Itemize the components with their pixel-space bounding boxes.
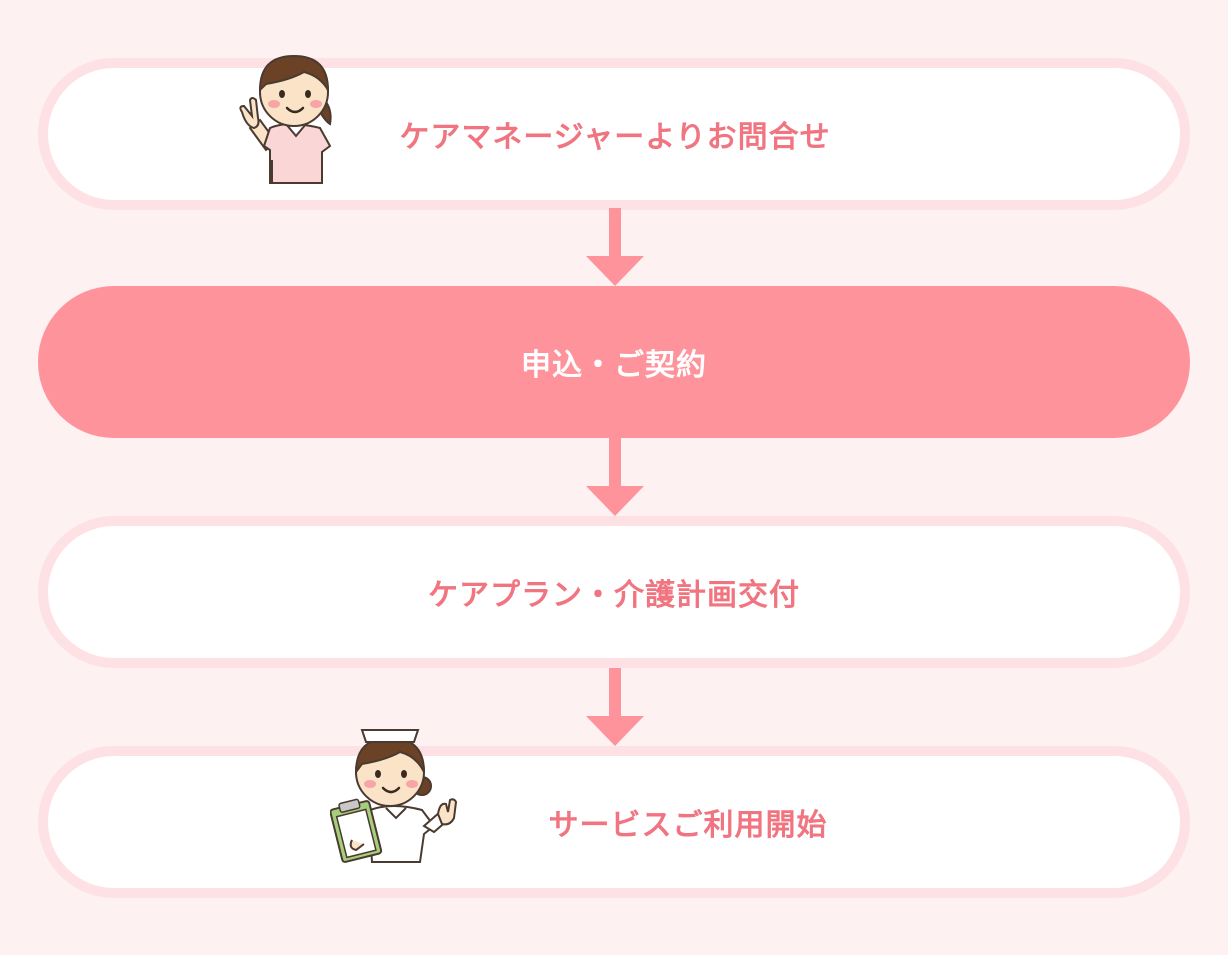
step-service-start: サービスご利用開始	[38, 746, 1190, 898]
step-inquiry: ケアマネージャーよりお問合せ	[38, 58, 1190, 210]
step-care-plan: ケアプラン・介護計画交付	[38, 516, 1190, 668]
step-application: 申込・ご契約	[38, 286, 1190, 438]
step-application-label: 申込・ご契約	[521, 348, 707, 383]
step-service-start-label: サービスご利用開始	[548, 808, 828, 843]
caregiver-waving-icon	[239, 54, 332, 184]
step-care-plan-label: ケアプラン・介護計画交付	[428, 578, 800, 613]
arrow-down-icon	[586, 208, 644, 286]
arrow-down-icon	[586, 668, 644, 746]
step-inquiry-label: ケアマネージャーよりお問合せ	[399, 120, 831, 155]
nurse-with-clipboard-icon	[330, 729, 458, 863]
arrow-down-icon	[586, 438, 644, 516]
